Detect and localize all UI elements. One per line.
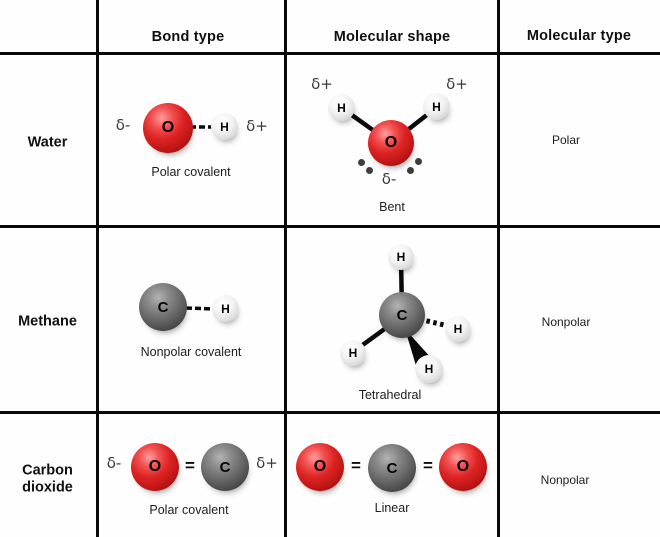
oxygen-atom: O bbox=[368, 120, 414, 166]
oxygen-atom: O bbox=[296, 443, 344, 491]
hydrogen-atom: H bbox=[388, 244, 414, 270]
co2-molecular-type: Nonpolar bbox=[540, 473, 590, 487]
delta-minus-label: δ- bbox=[115, 116, 131, 134]
double-bond-symbol: = bbox=[351, 456, 361, 475]
hydrogen-atom: H bbox=[211, 113, 238, 140]
hydrogen-atom: H bbox=[415, 355, 443, 383]
column-header-molecular-type: Molecular type bbox=[526, 28, 632, 44]
water-shape-caption: Bent bbox=[379, 200, 405, 214]
delta-plus-label: δ+ bbox=[311, 75, 333, 93]
column-header-molecular-shape: Molecular shape bbox=[333, 29, 451, 45]
delta-minus-label: δ- bbox=[106, 454, 122, 472]
carbon-atom: C bbox=[139, 283, 187, 331]
lone-pair-dot bbox=[407, 167, 414, 174]
delta-plus-label: δ+ bbox=[246, 117, 268, 135]
methane-molecular-type: Nonpolar bbox=[541, 315, 591, 329]
carbon-atom: C bbox=[201, 443, 249, 491]
row-label-carbon-dioxide: Carbon dioxide bbox=[22, 462, 73, 495]
carbon-atom: C bbox=[368, 444, 416, 492]
grid-hline-row1 bbox=[0, 225, 660, 228]
grid-vline-2 bbox=[284, 0, 287, 537]
lone-pair-dot bbox=[415, 158, 422, 165]
methane-ch-bond bbox=[185, 306, 216, 311]
oxygen-atom: O bbox=[439, 443, 487, 491]
hydrogen-atom: H bbox=[212, 295, 239, 322]
double-bond-symbol: = bbox=[423, 456, 433, 475]
methane-bond-caption: Nonpolar covalent bbox=[140, 345, 242, 359]
oxygen-atom: O bbox=[143, 103, 193, 153]
hydrogen-atom: H bbox=[340, 340, 366, 366]
row-label-methane: Methane bbox=[18, 313, 77, 330]
hydrogen-atom: H bbox=[423, 93, 450, 120]
column-header-bond-type: Bond type bbox=[151, 29, 225, 45]
double-bond-symbol: = bbox=[185, 456, 195, 475]
lone-pair-dot bbox=[358, 159, 365, 166]
row-label-water: Water bbox=[27, 134, 68, 151]
methane-shape-caption: Tetrahedral bbox=[358, 388, 422, 402]
co2-shape-caption: Linear bbox=[374, 501, 410, 515]
grid-vline-3 bbox=[497, 0, 500, 537]
hydrogen-atom: H bbox=[445, 316, 471, 342]
grid-hline-row2 bbox=[0, 411, 660, 414]
grid-hline-header bbox=[0, 52, 660, 55]
hydrogen-atom: H bbox=[328, 94, 355, 121]
water-bond-caption: Polar covalent bbox=[151, 165, 231, 179]
oxygen-atom: O bbox=[131, 443, 179, 491]
grid-vline-1 bbox=[96, 0, 99, 537]
delta-minus-label: δ- bbox=[381, 170, 397, 188]
co2-bond-caption: Polar covalent bbox=[149, 503, 229, 517]
lone-pair-dot bbox=[366, 167, 373, 174]
carbon-atom: C bbox=[379, 292, 425, 338]
delta-plus-label: δ+ bbox=[446, 75, 468, 93]
water-molecular-type: Polar bbox=[551, 133, 581, 147]
delta-plus-label: δ+ bbox=[256, 454, 278, 472]
